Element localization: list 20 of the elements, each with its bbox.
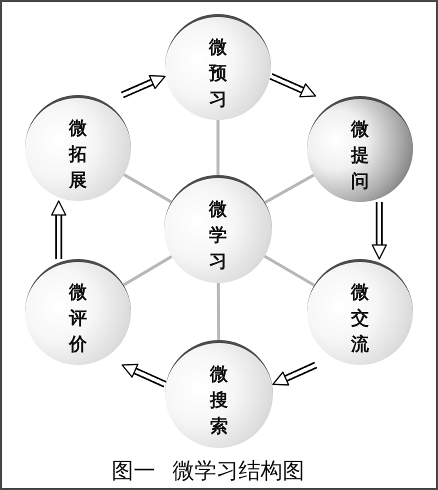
connector-line (264, 254, 315, 287)
node-label: 微拓展 (69, 116, 87, 192)
hollow-arrow (51, 200, 66, 259)
node-label: 微预习 (209, 36, 227, 112)
connector-line (216, 120, 220, 175)
node-label: 微学习 (209, 198, 227, 274)
connector-line (264, 174, 315, 204)
node-label: 微评价 (69, 280, 87, 356)
caption: 图一 微学习结构图 (112, 460, 304, 484)
connector-line (123, 173, 172, 204)
hollow-arrow (120, 362, 166, 388)
connector-line (216, 282, 220, 340)
node-label: 微搜索 (210, 362, 228, 438)
node-label: 微交流 (351, 280, 369, 356)
connector-line (122, 255, 172, 286)
hollow-arrow (272, 362, 318, 388)
node-label: 微提问 (351, 118, 369, 194)
hollow-arrow (372, 202, 387, 260)
hollow-arrow (121, 73, 166, 98)
hollow-arrow (270, 73, 317, 100)
